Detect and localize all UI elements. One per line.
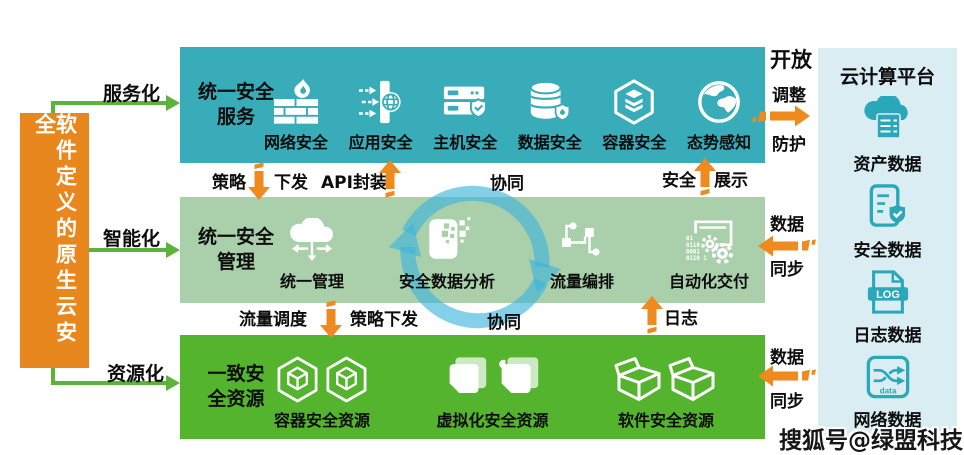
- label-servitization: 服务化: [103, 83, 161, 105]
- service-items: 网络安全 应用安全 主机安全 数据安全 容器安全 态势感知: [264, 59, 751, 153]
- svg-text:01: 01: [686, 236, 693, 242]
- traffic-orchestration-icon: [558, 216, 606, 264]
- panel-item: data 网络数据: [854, 354, 922, 431]
- service-item: 应用安全: [349, 79, 413, 153]
- watermark: 搜狐号@绿盟科技: [779, 428, 963, 454]
- left-arrow-icon: [758, 364, 816, 388]
- service-label: 主机安全: [433, 133, 498, 152]
- label-data-sync: 同步: [770, 260, 804, 280]
- up-arrow-icon: [379, 160, 401, 198]
- label-log: 日志: [664, 309, 698, 329]
- label-policy: 策略: [212, 173, 246, 193]
- container-security-icon: [611, 79, 657, 125]
- panel-title: 云计算平台: [839, 66, 935, 88]
- app-security-icon: [358, 79, 404, 125]
- up-arrow-icon: [641, 296, 663, 334]
- label-security: 安全: [662, 171, 696, 191]
- label-data-sync: 同步: [770, 392, 804, 412]
- service-label: 网络安全: [264, 133, 329, 152]
- service-item: 主机安全: [433, 79, 497, 153]
- svg-text:0110 1: 0110 1: [686, 256, 707, 262]
- label-open: 开放: [770, 48, 812, 72]
- software-defined-security-box: 软件定义的原生云安全: [20, 113, 89, 368]
- firewall-icon: [273, 79, 319, 125]
- label-intelligization: 智能化: [103, 228, 161, 250]
- label-collaboration-top: 协同: [490, 174, 524, 194]
- resource-item: 容器安全资源: [272, 356, 372, 431]
- label-policy-dispatch: 策略下发: [350, 310, 418, 330]
- resource-item: 虚拟化安全资源: [436, 356, 549, 431]
- asset-data-icon: [862, 93, 914, 148]
- left-arrow-icon: [758, 234, 816, 258]
- security-data-icon: [864, 183, 912, 234]
- green-arrowhead-icon: [166, 375, 180, 391]
- connector-line: [51, 101, 55, 113]
- down-arrow-icon: [320, 300, 342, 338]
- vertical-title: 软件定义的原生云安全: [32, 113, 78, 347]
- security-data-analysis-icon: [421, 214, 473, 264]
- connector-line: [51, 101, 168, 105]
- service-item: 网络安全: [264, 79, 328, 153]
- software-resource-icon: [613, 356, 719, 403]
- virtualization-resource-icon: [440, 356, 544, 403]
- green-arrowhead-icon: [166, 95, 180, 111]
- panel-item: 安全数据: [854, 183, 922, 261]
- connector-line: [51, 368, 55, 385]
- resource-items: 容器安全资源 虚拟化安全资源 软件安全资源: [272, 347, 719, 431]
- label-data-sync: 数据: [770, 348, 804, 368]
- host-security-icon: [442, 79, 488, 125]
- network-data-icon: data: [865, 354, 911, 404]
- label-display: 展示: [714, 171, 748, 191]
- up-arrow-icon: [694, 158, 716, 196]
- management-item: 统一管理: [280, 218, 344, 292]
- resource-item: 软件安全资源: [613, 356, 719, 431]
- panel-item: 资产数据: [854, 93, 922, 175]
- band-title: 一致安 全资源: [207, 363, 265, 410]
- label-adjust: 调整: [772, 86, 806, 106]
- panel-items: 资产数据 安全数据 LOG 日志数据 data 网络数据: [818, 93, 957, 431]
- service-item: 态势感知: [687, 79, 751, 153]
- consistent-security-resources-band: 一致安 全资源 容器安全资源 虚拟化安全资源 软件安全资源: [180, 335, 765, 439]
- label-protect: 防护: [772, 135, 806, 155]
- label-collaboration-bottom: 协同: [487, 313, 521, 333]
- svg-text:0001: 0001: [686, 249, 700, 255]
- right-arrow-icon: [752, 104, 810, 128]
- service-item: 数据安全: [518, 79, 582, 153]
- svg-text:0110: 0110: [686, 243, 700, 249]
- unified-management-icon: [287, 218, 337, 264]
- svg-text:LOG: LOG: [876, 289, 900, 301]
- svg-text:data: data: [879, 386, 896, 395]
- log-data-icon: LOG: [865, 269, 911, 319]
- label-dispatch: 下发: [274, 173, 308, 193]
- management-item: 流量编排: [550, 216, 614, 292]
- service-label: 应用安全: [348, 133, 413, 152]
- collaboration-cycle-icon: [389, 185, 561, 329]
- label-resourcization: 资源化: [107, 363, 165, 385]
- band-title: 统一安全 管理: [197, 226, 274, 273]
- label-traffic-scheduling: 流量调度: [239, 310, 307, 330]
- label-api-encapsulation: API封装: [321, 173, 387, 193]
- panel-item: LOG 日志数据: [854, 269, 922, 346]
- connector-line: [51, 381, 168, 385]
- service-item: 容器安全: [602, 79, 666, 153]
- band-title: 统一安全 服务: [197, 81, 274, 128]
- container-resource-icon: [272, 356, 372, 403]
- unified-security-services-band: 统一安全 服务 网络安全 应用安全 主机安全 数据安全 容器安全: [180, 47, 765, 163]
- down-arrow-icon: [248, 162, 270, 200]
- data-security-icon: [527, 79, 573, 125]
- situation-awareness-icon: [696, 79, 742, 125]
- cloud-platform-panel: 云计算平台 资产数据 安全数据 LOG 日志数据 data 网络数据: [818, 48, 957, 443]
- service-label: 数据安全: [517, 133, 582, 152]
- service-label: 容器安全: [602, 133, 667, 152]
- service-label: 态势感知: [686, 133, 751, 152]
- connector-line: [89, 248, 168, 252]
- green-arrowhead-icon: [166, 242, 180, 258]
- label-data-sync: 数据: [770, 215, 804, 235]
- management-item: 安全数据分析: [399, 214, 495, 292]
